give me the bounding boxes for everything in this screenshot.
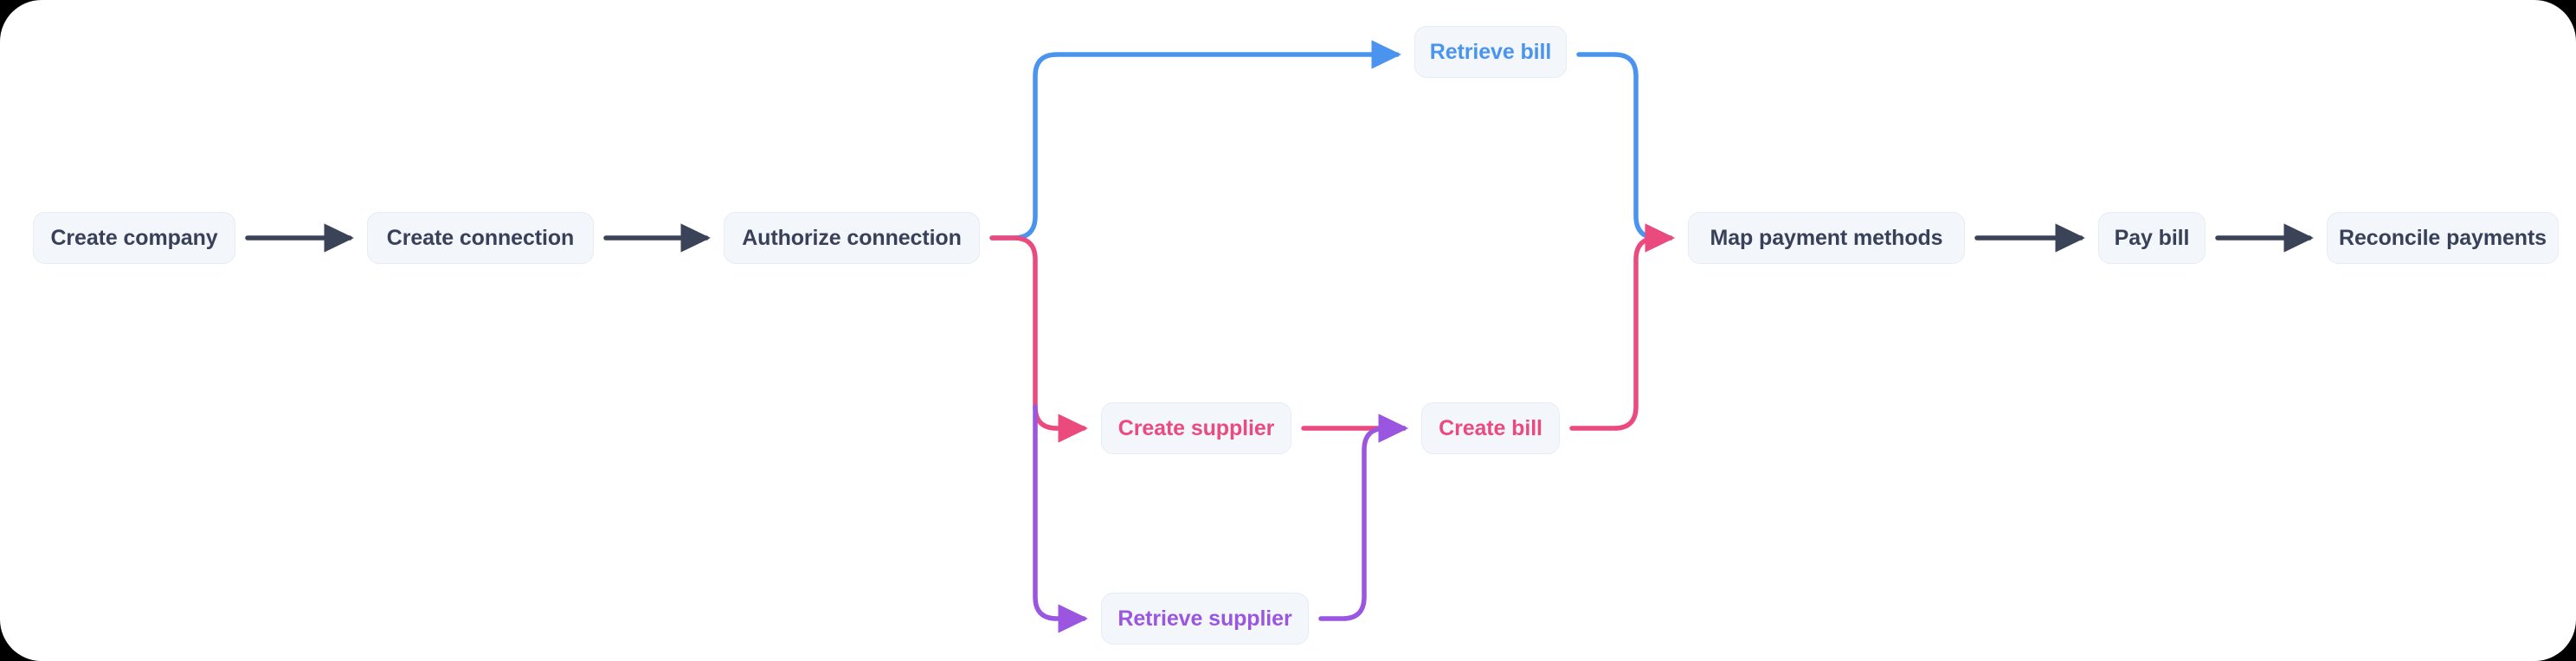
node-label: Retrieve bill xyxy=(1429,39,1552,64)
edge-authorize-connection-to-retrieve-supplier xyxy=(1033,404,1088,633)
node-map-payment-methods[interactable]: Map payment methods xyxy=(1688,212,1965,264)
node-label: Map payment methods xyxy=(1710,225,1943,250)
edge-retrieve-supplier-to-create-bill xyxy=(1318,414,1408,621)
node-retrieve-supplier[interactable]: Retrieve supplier xyxy=(1101,593,1309,645)
edge-authorize-connection-to-create-supplier xyxy=(989,235,1088,443)
node-label: Create bill xyxy=(1439,415,1542,440)
edge-authorize-connection-to-retrieve-bill xyxy=(989,40,1401,241)
edge-create-bill-to-map-payment-methods xyxy=(1569,223,1675,431)
node-label: Retrieve supplier xyxy=(1117,606,1292,631)
node-pay-bill[interactable]: Pay bill xyxy=(2098,212,2206,264)
node-label: Create connection xyxy=(386,225,575,250)
node-label: Authorize connection xyxy=(742,225,962,250)
node-retrieve-bill[interactable]: Retrieve bill xyxy=(1414,26,1567,78)
node-authorize-connection[interactable]: Authorize connection xyxy=(724,212,980,264)
node-label: Reconcile payments xyxy=(2339,225,2547,250)
node-label: Create supplier xyxy=(1117,415,1275,440)
node-label: Pay bill xyxy=(2114,225,2190,250)
edge-retrieve-bill-to-map-payment-methods xyxy=(1576,52,1675,253)
node-create-connection[interactable]: Create connection xyxy=(367,212,594,264)
node-create-company[interactable]: Create company xyxy=(33,212,235,264)
node-create-bill[interactable]: Create bill xyxy=(1421,402,1560,454)
node-label: Create company xyxy=(50,225,218,250)
node-create-supplier[interactable]: Create supplier xyxy=(1101,402,1291,454)
node-reconcile-payments[interactable]: Reconcile payments xyxy=(2327,212,2559,264)
